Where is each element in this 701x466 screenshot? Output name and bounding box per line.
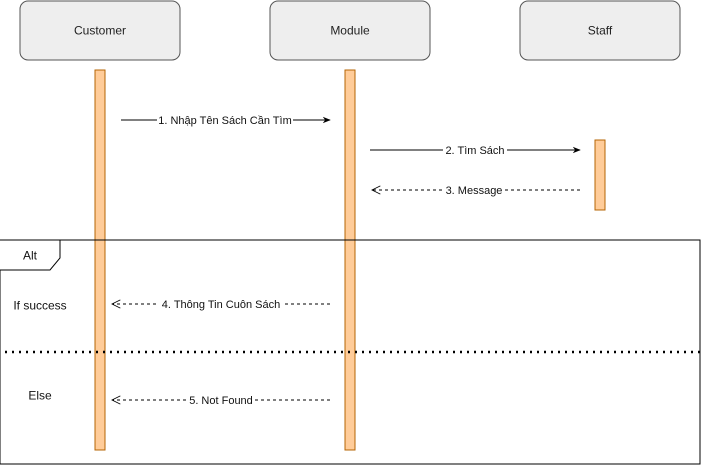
participant-customer-label: Customer xyxy=(74,24,126,38)
message-5: 5. Not Found xyxy=(112,393,330,407)
message-1-label-bg xyxy=(157,113,293,127)
message-1: 1. Nhập Tên Sách Cần Tìm xyxy=(121,113,331,127)
alt-guard-if-success: If success xyxy=(13,299,66,313)
message-5-label-bg xyxy=(187,393,255,407)
message-2-label-bg xyxy=(443,143,507,157)
message-3: 3. Message xyxy=(372,183,580,197)
customer-activation-bar xyxy=(94,69,106,451)
message-1-label: 1. Nhập Tên Sách Cần Tìm xyxy=(158,115,292,127)
message-3-label: 3. Message xyxy=(446,185,503,197)
message-4-label-bg xyxy=(159,297,283,311)
participant-module: Module xyxy=(269,0,431,61)
alt-guard-else: Else xyxy=(28,389,52,403)
message-5-label: 5. Not Found xyxy=(189,395,253,407)
message-2: 2. Tìm Sách xyxy=(370,143,581,157)
participant-staff: Staff xyxy=(519,0,681,61)
message-2-label: 2. Tìm Sách xyxy=(445,145,504,157)
staff-activation-bar xyxy=(594,139,606,211)
participant-module-label: Module xyxy=(330,24,370,38)
participant-customer: Customer xyxy=(19,0,181,61)
message-4: 4. Thông Tin Cuôn Sách xyxy=(112,297,330,311)
alt-fragment-tab xyxy=(0,239,61,271)
participant-staff-label: Staff xyxy=(588,24,613,38)
message-4-label: 4. Thông Tin Cuôn Sách xyxy=(162,299,280,311)
alt-fragment-operator: Alt xyxy=(23,249,38,263)
message-3-label-bg xyxy=(443,183,505,197)
module-activation-bar xyxy=(344,69,356,451)
